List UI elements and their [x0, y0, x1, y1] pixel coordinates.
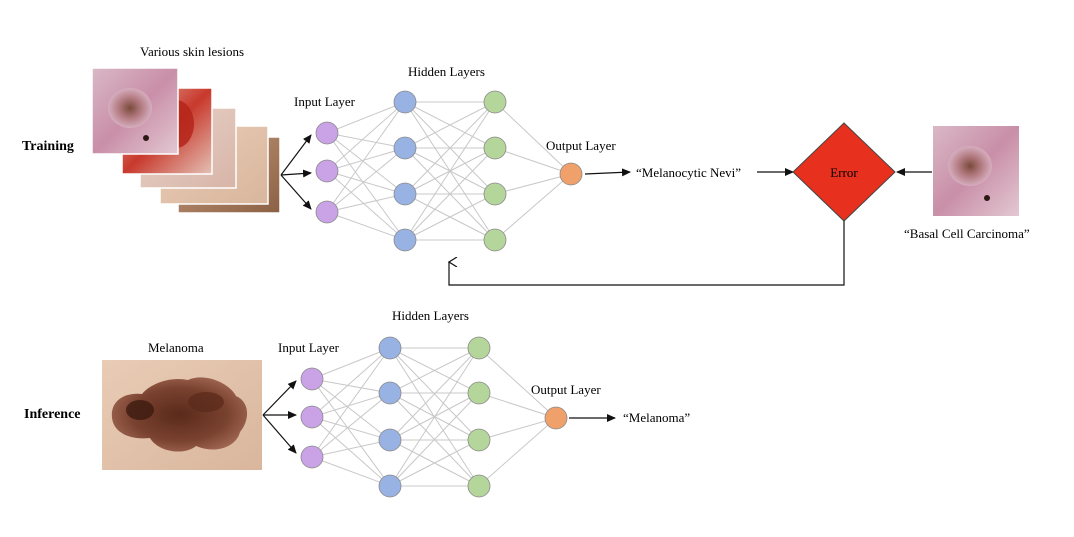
- inference-input-node-3: [300, 445, 324, 469]
- inference-edge: [389, 347, 480, 487]
- inference-output-node-1: [544, 406, 568, 430]
- inference-hidden2-node-2: [467, 381, 491, 405]
- inference-prediction-label: “Melanoma”: [623, 410, 690, 425]
- inference-hidden1-node-1: [378, 336, 402, 360]
- training-hidden2-node-3: [483, 182, 507, 206]
- inference-edge: [478, 347, 557, 419]
- inference-input-layer-label: Input Layer: [278, 340, 340, 355]
- training-edge: [494, 101, 572, 175]
- ground-truth-image: [933, 126, 1019, 216]
- training-edge: [494, 173, 572, 241]
- training-edge: [326, 193, 406, 213]
- training-hidden2-node-1: [483, 90, 507, 114]
- inference-edge: [311, 392, 391, 418]
- inference-edge: [389, 347, 480, 441]
- training-hidden-layers-label: Hidden Layers: [408, 64, 485, 79]
- inference-edge: [311, 378, 391, 487]
- inference-hidden2-node-4: [467, 474, 491, 498]
- training-output-layer-label: Output Layer: [546, 138, 616, 153]
- training-input-node-3: [315, 200, 339, 224]
- training-row-label: Training: [22, 139, 74, 154]
- inference-network-edges: [311, 347, 557, 487]
- training-network-nodes: [315, 90, 583, 252]
- training-image-stack: [91, 67, 281, 214]
- training-edge: [404, 101, 496, 149]
- training-hidden1-node-2: [393, 136, 417, 160]
- inference-edge: [478, 417, 557, 487]
- training-images-caption: Various skin lesions: [140, 44, 244, 59]
- inference-edge: [389, 439, 480, 487]
- inference-output-layer-label: Output Layer: [531, 382, 601, 397]
- inference-edge: [311, 347, 391, 458]
- training-input-arrows: [280, 134, 312, 210]
- inference-hidden1-node-3: [378, 428, 402, 452]
- inference-network-nodes: [300, 336, 568, 498]
- training-input-node-2: [315, 159, 339, 183]
- training-input-node-1: [315, 121, 339, 145]
- inference-hidden1-node-2: [378, 381, 402, 405]
- training-hidden1-node-1: [393, 90, 417, 114]
- inference-edge: [311, 392, 391, 458]
- inference-edge: [311, 378, 391, 394]
- training-edge: [326, 132, 406, 195]
- backprop-feedback-arrow: [449, 221, 845, 286]
- training-edge: [326, 170, 406, 195]
- training-hidden2-node-4: [483, 228, 507, 252]
- training-edge: [326, 147, 406, 172]
- training-edge: [326, 132, 406, 241]
- training-output-arrow: [584, 168, 631, 177]
- training-hidden1-node-4: [393, 228, 417, 252]
- inference-hidden-layers-label: Hidden Layers: [392, 308, 469, 323]
- inference-row-label: Inference: [24, 407, 81, 422]
- inference-hidden1-node-4: [378, 474, 402, 498]
- inference-input-arrows: [262, 380, 297, 454]
- training-prediction-label: “Melanocytic Nevi”: [636, 165, 741, 180]
- inference-edge: [478, 417, 557, 441]
- inference-edge: [311, 416, 391, 441]
- training-edge: [326, 101, 406, 172]
- inference-edge: [311, 439, 391, 458]
- training-edge: [326, 101, 406, 134]
- inference-edge: [311, 347, 391, 418]
- inference-hidden2-node-1: [467, 336, 491, 360]
- training-edge: [494, 173, 572, 195]
- training-hidden1-node-3: [393, 182, 417, 206]
- inference-edge: [389, 392, 480, 487]
- training-edge: [404, 193, 496, 241]
- inference-network: [300, 336, 568, 498]
- training-output-node-1: [559, 162, 583, 186]
- training-network-edges: [326, 101, 572, 241]
- inference-edge: [478, 392, 557, 419]
- ground-truth-label: “Basal Cell Carcinoma”: [904, 226, 1030, 241]
- inference-edge: [389, 347, 480, 394]
- training-hidden2-node-2: [483, 136, 507, 160]
- training-edge: [494, 147, 572, 175]
- inference-hidden2-node-3: [467, 428, 491, 452]
- training-edge: [326, 211, 406, 241]
- inference-edge: [311, 456, 391, 487]
- inference-input-node-2: [300, 405, 324, 429]
- training-edge: [404, 101, 496, 195]
- error-diamond: Error: [792, 122, 896, 222]
- training-edge: [404, 101, 496, 241]
- training-input-layer-label: Input Layer: [294, 94, 356, 109]
- error-label: Error: [830, 165, 858, 180]
- training-edge: [326, 170, 406, 241]
- inference-edge: [311, 416, 391, 487]
- training-edge: [326, 132, 406, 149]
- inference-image-caption: Melanoma: [148, 340, 204, 355]
- inference-input-node-1: [300, 367, 324, 391]
- training-edge: [326, 101, 406, 213]
- training-edge: [326, 147, 406, 213]
- inference-edge: [311, 347, 391, 380]
- melanoma-image: [102, 360, 262, 470]
- training-edge: [404, 147, 496, 241]
- inference-edge: [311, 378, 391, 441]
- training-network: [315, 90, 583, 252]
- lesion-image-1: [91, 67, 179, 155]
